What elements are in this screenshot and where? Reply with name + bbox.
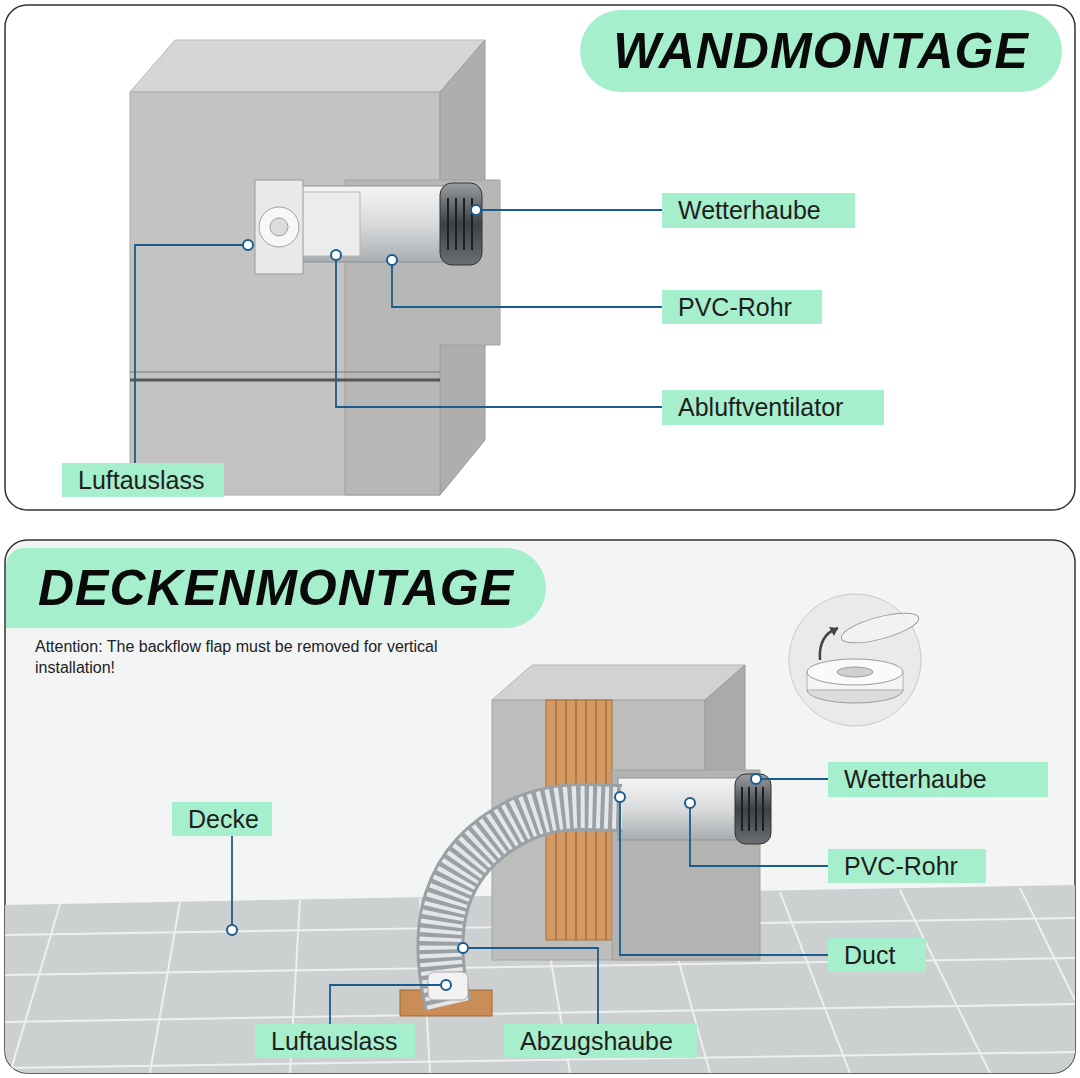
hood-slats [742,787,763,831]
leader-dot [441,980,451,990]
part-label: Decke [172,802,272,836]
block-top [130,40,485,92]
part-label: Wetterhaube [662,193,855,228]
tile-joint [10,904,60,1073]
label-text: Decke [188,805,259,834]
leader-line [620,797,828,955]
leader-dot [227,925,237,935]
label-text: Abzugshaube [520,1027,673,1056]
fan-ring-top [807,659,903,685]
tile-joint [780,892,850,1073]
leader-dot [751,774,761,784]
leader-line [476,209,662,211]
part-label: Luftauslass [62,463,224,497]
leader-line [690,803,828,866]
leader-dot [685,798,695,808]
panel-frame [5,540,1075,1073]
fan-body [300,192,360,256]
fan-hub [837,667,873,677]
leader-line [756,778,828,780]
tile-joint [900,890,990,1073]
pvc-pipe [618,778,748,840]
leader-line [463,948,598,1024]
leader-dots [227,774,761,990]
leader-line [135,245,248,463]
label-text: Wetterhaube [844,765,987,794]
ceiling-fan-assembly [400,774,771,1016]
leader-dot [243,240,253,250]
pvc-pipe [300,186,460,262]
inset-circle [789,594,921,726]
leader-lines [232,779,828,1024]
part-label: Luftauslass [255,1024,415,1058]
tile-joint [150,902,180,1073]
wall-fan-assembly [255,180,482,274]
part-label: Duct [828,938,926,972]
wall-groove [130,379,440,382]
weather-hood [440,183,482,265]
label-text: Abluftventilator [678,393,843,422]
air-outlet [259,207,299,247]
heading-pill: WANDMONTAGE [580,10,1062,92]
leader-lines [135,210,662,463]
backflow-flap [839,607,922,649]
label-text: Wetterhaube [678,196,821,225]
tile-joint [5,1004,1075,1022]
part-label: Abluftventilator [662,390,884,425]
block-top [492,665,745,700]
wall-groove [130,372,440,373]
leader-dot [458,943,468,953]
leader-line [231,836,233,930]
label-text: DECKENMONTAGE [38,559,514,617]
inset-detail [789,594,921,726]
panel-frame [5,5,1075,510]
label-text: Luftauslass [78,466,204,495]
leader-dot [387,255,397,265]
leader-dot [615,792,625,802]
leader-line [336,255,662,407]
removal-arrow-head [829,627,838,636]
wall-block [130,40,500,495]
label-text: PVC-Rohr [678,293,792,322]
hood-slats [448,198,472,250]
label-text: WANDMONTAGE [613,22,1029,80]
leader-dot [331,250,341,260]
part-label: Abzugshaube [504,1024,697,1058]
leader-line [330,985,446,1024]
label-text: Luftauslass [271,1027,397,1056]
label-text: Duct [844,941,895,970]
leader-line [392,260,662,307]
leader-dots [243,205,481,265]
part-label: Wetterhaube [828,762,1048,797]
label-text: PVC-Rohr [844,852,958,881]
leader-dot [471,205,481,215]
part-label: PVC-Rohr [828,849,986,883]
removal-arrow [820,628,838,660]
part-label: PVC-Rohr [662,290,822,324]
air-outlet [270,218,288,236]
heading-pill: DECKENMONTAGE [6,548,546,628]
weather-hood [735,774,771,844]
wall-plate [255,180,303,274]
exhaust-hood [428,972,468,1000]
note-text: Attention: The backflow flap must be rem… [35,636,455,678]
tile-joint [1020,888,1075,1000]
